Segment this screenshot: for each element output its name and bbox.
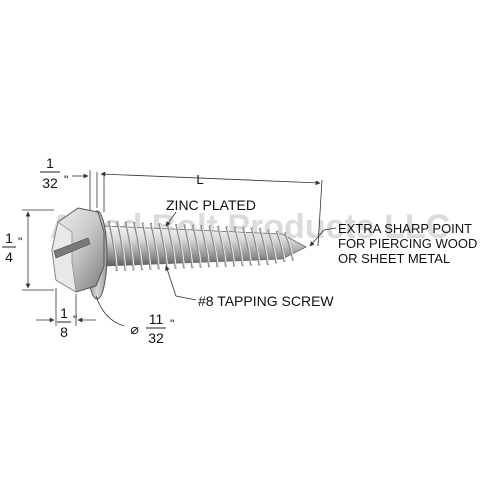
length-label: L [196,172,203,187]
thread-highlight [184,225,194,268]
thread-ridge [166,223,177,269]
thread-ridge [267,229,278,264]
thread-highlight [117,222,127,270]
svg-text:⌀: ⌀ [130,321,139,337]
screw [51,207,307,300]
thread-ridge [116,221,127,271]
screw-threads [107,220,295,272]
thread-highlight [193,225,202,267]
thread-highlight [176,224,185,268]
thread-ridge [107,220,119,272]
svg-text:8: 8 [60,324,68,340]
length-dim-line [100,171,321,186]
washer-diameter-label: ⌀ 11 32 " [130,311,174,346]
thread-highlight [277,231,286,262]
thread-highlight [268,230,278,263]
thread-highlight [126,222,135,270]
washer-thickness-label: 1 32 " [40,155,68,191]
thread-highlight [252,228,261,265]
thread-ridge [233,226,244,267]
thread-highlight [134,223,144,270]
svg-text:4: 4 [5,249,13,265]
thread-highlight [210,226,219,267]
thread-ridge [124,221,135,271]
point-label-line3: OR SHEET METAL [338,251,450,266]
thread-ridge [275,230,286,263]
screw-hex-head [51,207,105,293]
thread-highlight [285,233,294,260]
svg-text:1: 1 [5,230,13,246]
thread-highlight [143,223,152,269]
thread-highlight [151,223,160,269]
thread-highlight [235,227,244,266]
thread-ridge [242,226,253,266]
thread-ridge [149,222,161,270]
thread-highlight [159,224,169,269]
head-height-label: 1 4 " [2,230,22,265]
thread-ridge [174,223,186,269]
thread-highlight [109,221,118,271]
thread-ridge [283,232,295,261]
svg-text:11: 11 [149,311,164,327]
thread-highlight [218,226,227,266]
zinc-plated-label: ZINC PLATED [166,197,256,213]
thread-ridge [183,224,194,269]
thread-highlight [201,226,211,267]
thread-ridge [216,225,228,267]
svg-text:": " [18,235,22,249]
thread-ridge [141,222,152,270]
svg-text:": " [64,173,68,187]
thread-ridge [158,223,169,270]
svg-text:1: 1 [46,155,54,171]
svg-text:32: 32 [148,330,164,346]
thread-ridge [208,225,219,268]
thread-ridge [200,224,211,268]
tapping-screw-label: #8 TAPPING SCREW [198,293,334,309]
point-label-line2: FOR PIERCING WOOD [338,236,477,251]
thread-ridge [191,224,202,268]
svg-text:32: 32 [42,175,58,191]
thread-ridge [250,227,261,266]
point-label-line1: EXTRA SHARP POINT [338,221,472,236]
thread-highlight [168,224,177,268]
svg-text:": " [170,317,174,331]
screw-slot [53,237,91,259]
svg-text:1: 1 [60,305,68,321]
svg-text:": " [73,313,77,327]
thread-highlight [226,227,236,266]
thread-ridge [258,227,269,265]
hex-height-label: 1 8 " [57,305,77,340]
thread-highlight [243,227,253,265]
dimension-lines [22,170,337,327]
thread-ridge [225,226,236,267]
thread-ridge [133,221,144,271]
thread-highlight [260,228,269,264]
